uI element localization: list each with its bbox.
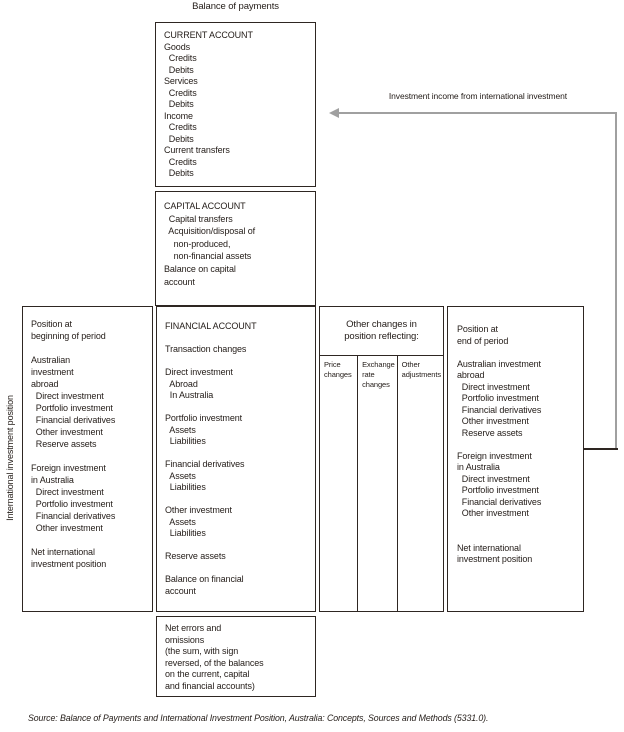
- exchange-rate-changes-column: Exchange rate changes: [358, 356, 398, 611]
- other-changes-header-label: Other changes in position reflecting:: [344, 319, 419, 342]
- position-end-box: Position at end of period Australian inv…: [447, 306, 584, 612]
- international-investment-position-side-label: International investment position: [5, 395, 15, 521]
- capital-account-items: CAPITAL ACCOUNT Capital transfers Acquis…: [164, 201, 256, 287]
- investment-income-arrow-line: [339, 112, 617, 114]
- investment-income-arrow-label: Investment income from international inv…: [388, 91, 568, 101]
- investment-income-arrow-vertical-line: [615, 112, 617, 449]
- capital-account-box: CAPITAL ACCOUNT Capital transfers Acquis…: [155, 191, 316, 306]
- net-errors-omissions-text: Net errors and omissions (the sum, with …: [165, 623, 264, 691]
- price-changes-label: Price changes: [324, 360, 352, 379]
- left-arrowhead-icon: [329, 108, 339, 118]
- other-changes-columns: Price changes Exchange rate changes Othe…: [320, 356, 443, 611]
- diagram-title: Balance of payments: [192, 1, 279, 12]
- price-changes-column: Price changes: [320, 356, 359, 611]
- other-changes-header: Other changes in position reflecting:: [320, 307, 443, 356]
- exchange-rate-changes-label: Exchange rate changes: [362, 360, 395, 389]
- other-changes-section: Other changes in position reflecting: Pr…: [319, 306, 444, 612]
- net-errors-omissions-box: Net errors and omissions (the sum, with …: [156, 616, 316, 697]
- position-beginning-items: Position at beginning of period Australi…: [31, 319, 116, 569]
- current-account-items: CURRENT ACCOUNT Goods Credits Debits Ser…: [164, 30, 253, 178]
- financial-account-items: FINANCIAL ACCOUNT Transaction changes Di…: [165, 321, 257, 596]
- other-adjustments-label: Other adjustments: [401, 360, 441, 379]
- position-end-items: Position at end of period Australian inv…: [457, 324, 542, 564]
- position-to-income-connector-line: [560, 448, 618, 450]
- position-beginning-box: Position at beginning of period Australi…: [22, 306, 153, 612]
- current-account-box: CURRENT ACCOUNT Goods Credits Debits Ser…: [155, 22, 316, 187]
- other-adjustments-column: Other adjustments: [398, 356, 443, 611]
- financial-account-box: FINANCIAL ACCOUNT Transaction changes Di…: [156, 306, 316, 612]
- source-citation: Source: Balance of Payments and Internat…: [28, 713, 489, 723]
